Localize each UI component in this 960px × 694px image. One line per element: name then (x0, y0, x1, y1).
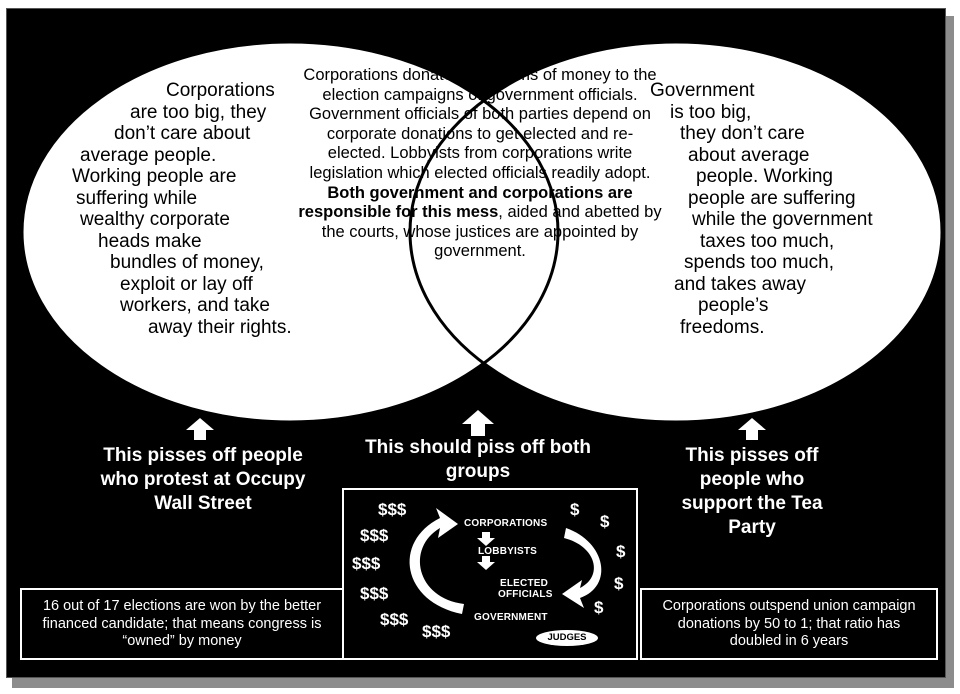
right-line: people are suffering (688, 187, 856, 209)
node-lobbyists: LOBBYISTS (478, 546, 538, 557)
left-circle-text: Corporations are too big, they don’t car… (60, 80, 330, 338)
dollar-sign: $$$ (360, 584, 389, 603)
left-line: away their rights. (148, 316, 292, 338)
right-line: while the government (692, 209, 873, 230)
right-line: freedoms. (680, 316, 765, 338)
overlap-text-before: Corporations donate huge sums of money t… (303, 66, 657, 182)
election-stats-box: 16 out of 17 elections are won by the be… (20, 588, 344, 660)
dollar-sign: $$$ (360, 526, 389, 545)
left-line: exploit or lay off (120, 273, 253, 295)
down-arrow-1 (477, 532, 495, 546)
donation-stats-box: Corporations outspend union campaign don… (640, 588, 938, 660)
left-ellipse (22, 42, 558, 422)
down-arrow-2 (477, 556, 495, 570)
dollar-sign: $$$ (380, 610, 409, 629)
right-line: is too big, (670, 101, 752, 123)
right-ellipse-outline (408, 40, 944, 424)
node-corporations: CORPORATIONS (464, 518, 548, 529)
left-line: heads make (98, 230, 202, 252)
node-elected: ELECTED (500, 578, 549, 589)
left-line: bundles of money, (110, 252, 264, 273)
right-line: people’s (698, 295, 769, 316)
right-curved-arrow (562, 528, 602, 608)
right-line: and takes away (674, 273, 807, 295)
left-line: wealthy corporate (80, 209, 230, 230)
dollar-sign: $ (614, 574, 624, 593)
money-cycle-diagram: CORPORATIONS LOBBYISTS ELECTED OFFICIALS… (342, 488, 638, 660)
left-line: workers, and take (120, 295, 270, 316)
dollar-sign: $ (600, 512, 610, 531)
right-line: spends too much, (684, 252, 834, 273)
center-up-arrow (462, 410, 494, 436)
left-line: average people. (80, 144, 217, 166)
overlap-text-bold: Both government and corporations are res… (298, 183, 633, 222)
judges-badge: JUDGES (536, 630, 598, 646)
label-tea-party: This pisses off people who support the T… (681, 445, 823, 538)
left-up-arrow (186, 418, 214, 440)
right-ellipse (410, 42, 942, 422)
dollar-sign: $$$ (352, 554, 381, 573)
right-line: they don’t care (680, 123, 805, 144)
overlap-text-after: , aided and abetted by the courts, whose… (321, 203, 662, 261)
right-line: taxes too much, (700, 230, 835, 252)
label-both-groups: This should piss off both groups (365, 437, 591, 482)
left-line: don’t care about (114, 123, 251, 144)
dollar-sign: $ (570, 500, 580, 519)
dollar-sign: $ (594, 598, 604, 617)
right-line: people. Working (696, 166, 833, 187)
node-officials: OFFICIALS (498, 589, 553, 600)
left-ellipse-outline (20, 40, 560, 424)
donation-stats-text: Corporations outspend union campaign don… (662, 598, 916, 649)
right-line: Government (650, 80, 755, 101)
left-line: suffering while (76, 187, 198, 209)
right-line: about average (688, 144, 810, 166)
node-government: GOVERNMENT (474, 612, 548, 623)
left-line: Working people are (72, 166, 237, 187)
left-line: are too big, they (130, 101, 267, 123)
right-up-arrow (738, 418, 766, 440)
left-curved-arrow (409, 508, 464, 614)
dollar-sign: $ (616, 542, 626, 561)
dollar-sign: $$$ (422, 622, 451, 641)
right-circle-text: Government is too big, they don’t care a… (640, 80, 920, 338)
label-occupy: This pisses off people who protest at Oc… (100, 445, 306, 514)
dollar-sign: $$$ (378, 500, 407, 519)
cycle-arrows (409, 508, 602, 614)
left-line: Corporations (166, 80, 275, 101)
election-stats-text: 16 out of 17 elections are won by the be… (42, 598, 322, 649)
overlap-text: Corporations donate huge sums of money t… (298, 66, 662, 262)
